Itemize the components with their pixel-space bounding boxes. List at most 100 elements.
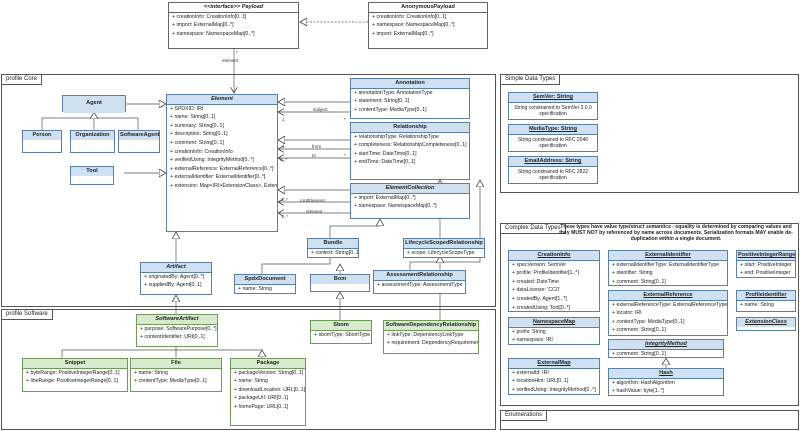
class-organization[interactable]: Organization	[70, 130, 115, 153]
class-annotation[interactable]: Annotation annotationType: AnnotationTyp…	[350, 78, 470, 119]
class-attribute: homePage: URL[0..1]	[231, 403, 305, 412]
class-positive-integer-range[interactable]: PositiveIntegerRange start: PositiveInte…	[736, 250, 796, 278]
class-attribute: name: String	[231, 377, 305, 386]
bundle-extends-collection	[329, 219, 380, 238]
class-attribute: name: String	[235, 285, 295, 294]
class-extension-class[interactable]: ExtensionClass	[736, 317, 796, 331]
class-attribute: name: String[0..1]	[167, 113, 277, 122]
class-software-dependency-relationship[interactable]: SoftwareDependencyRelationship linkType:…	[383, 320, 479, 354]
lifecycle-scoped-relationship-name: LifecycleScopedRelationship	[404, 239, 484, 249]
package-software: profile Software	[1, 309, 496, 430]
label-element-multiplicity: *	[236, 50, 238, 55]
class-attribute: createdBy: Agent[1..*]	[509, 295, 599, 304]
semver-name: SemVer: String	[509, 93, 597, 103]
class-attribute: namespace: NamespaceMap[0..*]	[369, 21, 487, 30]
class-external-reference[interactable]: ExternalReference externalReferenceType:…	[608, 290, 728, 336]
class-integrity-method[interactable]: IntegrityMethod comment: String[0..1]	[608, 339, 724, 358]
class-element[interactable]: Element SPDXID: IRI name: String[0..1] s…	[166, 94, 278, 232]
class-hash[interactable]: Hash algorithm: HashAlgorithm hashValue:…	[608, 368, 724, 396]
hash-name: Hash	[609, 369, 723, 379]
class-payload[interactable]: <<interface>> Payload creationInfo: Crea…	[168, 2, 299, 49]
class-attribute: profile: ProfileIdentifier[1..*]	[509, 269, 599, 278]
package-complex-types-label: Complex Data Types	[501, 224, 566, 234]
class-attribute: externalReference: ExternalReference[0..…	[167, 165, 277, 174]
class-file[interactable]: File name: String contentType: MediaType…	[130, 358, 222, 392]
class-attribute: dataLicense: 'CC0'	[509, 286, 599, 295]
class-email-address[interactable]: EmailAddress: String String constrained …	[508, 156, 598, 184]
class-spdx-document[interactable]: SpdxDocument name: String	[234, 274, 296, 294]
class-attribute: namespace: IRI	[509, 336, 599, 345]
payload-name: Payload	[241, 4, 264, 10]
class-attribute: contentIdentifier: URI[0..1]	[137, 333, 217, 342]
class-person[interactable]: Person	[22, 130, 62, 153]
class-bundle[interactable]: Bundle context: String[0..1]	[307, 238, 359, 258]
bom-name: Bom	[311, 275, 369, 284]
class-attribute: creationInfo: CreationInfo	[167, 148, 277, 157]
complex-types-note: These types have value type/struct seman…	[559, 224, 793, 243]
agent-generalization	[41, 112, 139, 130]
label-to-star: *	[344, 153, 346, 158]
class-package[interactable]: Package packageVersion: String[0..1] nam…	[230, 358, 306, 426]
class-attribute: startTime: DateTime[0..1]	[351, 150, 469, 159]
class-software-artifact[interactable]: SoftwareArtifact purpose: SoftwarePurpos…	[136, 314, 218, 347]
external-identifier-name: ExternalIdentifier	[609, 251, 727, 261]
class-attribute: hashValue: byte[1..*]	[609, 387, 723, 396]
label-root-multiplicity: 1..*	[281, 197, 288, 202]
class-attribute: relationshipType: RelationshipType	[351, 133, 469, 142]
class-profile-identifier[interactable]: ProfileIdentifier name: String	[736, 290, 796, 312]
software-dependency-relationship-name: SoftwareDependencyRelationship	[384, 321, 478, 331]
class-attribute: externalIdentifier: ExternalIdentifier[0…	[167, 173, 277, 182]
class-attribute: contentType: MediaType[0..1]	[131, 377, 221, 386]
class-agent[interactable]: Agent	[62, 95, 126, 113]
payload-stereotype: <<interface>>	[203, 4, 241, 10]
class-attribute: byteRange: PositiveIntegerRange[0..1]	[23, 369, 127, 378]
class-tool[interactable]: Tool	[70, 166, 114, 185]
class-external-identifier[interactable]: ExternalIdentifier externalIdentifierTyp…	[608, 250, 728, 286]
class-snippet[interactable]: Snippet byteRange: PositiveIntegerRange[…	[22, 358, 128, 392]
class-creation-info[interactable]: CreationInfo specVersion: SemVer profile…	[508, 250, 600, 312]
class-attribute: comment: String[0..1]	[609, 326, 727, 335]
class-media-type[interactable]: MediaType: String String constrained to …	[508, 124, 598, 152]
class-attribute: originatedBy: Agent[0..*]	[141, 273, 211, 282]
class-external-map[interactable]: ExternalMap externalId: IRI locationHint…	[508, 358, 600, 395]
anonymous-payload-name: AnonymousPayload	[369, 3, 487, 13]
class-sbom[interactable]: Sbom sbomType: SbomType	[310, 320, 372, 344]
tool-name: Tool	[71, 167, 113, 176]
class-lifecycle-scoped-relationship[interactable]: LifecycleScopedRelationship scope: Lifec…	[403, 238, 485, 258]
class-element-collection[interactable]: ElementCollection import: ExternalMap[0.…	[350, 183, 470, 219]
class-attribute: scope: LifecycleScopeType	[404, 249, 484, 258]
class-anonymous-payload[interactable]: AnonymousPayload creationInfo: CreationI…	[368, 2, 488, 49]
class-attribute: createdUsing: Tool[0..*]	[509, 304, 599, 313]
class-bom[interactable]: Bom	[310, 274, 370, 292]
class-relationship[interactable]: Relationship relationshipType: Relations…	[350, 122, 470, 180]
class-attribute: packageVersion: String[0..1]	[231, 369, 305, 378]
package-enumerations: Enumerations	[500, 410, 799, 430]
relationship-name: Relationship	[351, 123, 469, 133]
class-artifact[interactable]: Artifact originatedBy: Agent[0..*] suppl…	[140, 262, 212, 295]
label-to-multiplicity: 0..*	[280, 157, 287, 162]
class-attribute: annotationType: AnnotationType	[351, 89, 469, 98]
class-attribute: prefix: String	[509, 328, 599, 337]
profile-identifier-name: ProfileIdentifier	[737, 291, 795, 301]
class-attribute: endTime: DateTime[0..1]	[351, 158, 469, 167]
class-assessment-relationship[interactable]: AssessmentRelationship assessmentType: A…	[373, 270, 466, 294]
media-type-description: String constrained to RFC 2046 specifica…	[517, 136, 589, 149]
class-attribute: completeness: RelationshipCompleteness[0…	[351, 141, 469, 150]
class-namespace-map[interactable]: NamespaceMap prefix: String namespace: I…	[508, 317, 600, 345]
class-semver[interactable]: SemVer: String String constrained to Sem…	[508, 92, 598, 120]
package-complex-types: Complex Data Types	[500, 223, 799, 406]
email-address-description: String constrained to RFC 2822 specifica…	[517, 168, 589, 181]
class-attribute: comment: String[0..1]	[167, 139, 277, 148]
label-subject-star: *	[344, 117, 346, 122]
software-agent-name: SoftwareAgent	[119, 131, 160, 140]
label-subject-one: 1	[282, 117, 285, 122]
class-attribute: lineRange: PositiveIntegerRange[0..1]	[23, 377, 127, 386]
class-attribute: description: String[0..1]	[167, 130, 277, 139]
class-attribute: verifiedUsing: IntegrityMethod[0..*]	[509, 386, 599, 395]
label-from-one: 1	[282, 144, 285, 149]
class-software-agent[interactable]: SoftwareAgent	[118, 130, 160, 153]
media-type-name: MediaType: String	[509, 125, 597, 135]
class-attribute: externalIdentifierType: ExternalIdentifi…	[609, 261, 727, 270]
assessment-relationship-name: AssessmentRelationship	[374, 271, 465, 281]
